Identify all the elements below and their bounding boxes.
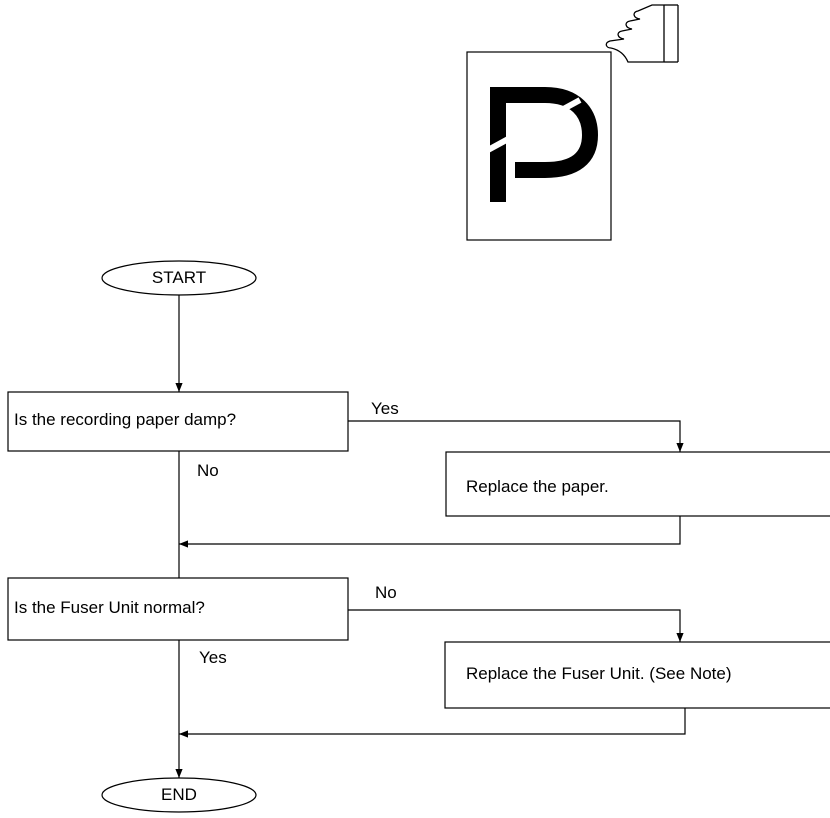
end-label: END [161, 785, 197, 804]
connector-q1-yes [348, 420, 684, 452]
end-terminal [101, 777, 257, 813]
connector-a1-return [179, 516, 681, 548]
action-box-2 [444, 641, 830, 709]
decision-2-question: Is the Fuser Unit normal? [14, 598, 205, 617]
decision-box-2 [7, 577, 349, 641]
start-label: START [151, 268, 207, 287]
decision-1-yes-label: Yes [371, 399, 399, 418]
decision-1-question: Is the recording paper damp? [14, 410, 237, 429]
decision-2-yes-label: Yes [199, 648, 227, 667]
action-2-text: Replace the Fuser Unit. (See Note) [466, 664, 732, 683]
connector-q2-no [348, 609, 684, 642]
decision-2-no-label: No [375, 583, 397, 602]
hand-icon [605, 4, 679, 63]
decision-1-no-label: No [197, 461, 219, 480]
decision-box-1 [7, 391, 349, 452]
printed-page-illustration [466, 4, 679, 241]
action-box-1 [445, 451, 830, 517]
letter-p-icon [486, 87, 599, 202]
connector-a2-return [179, 708, 686, 738]
action-1-text: Replace the paper. [466, 477, 609, 496]
